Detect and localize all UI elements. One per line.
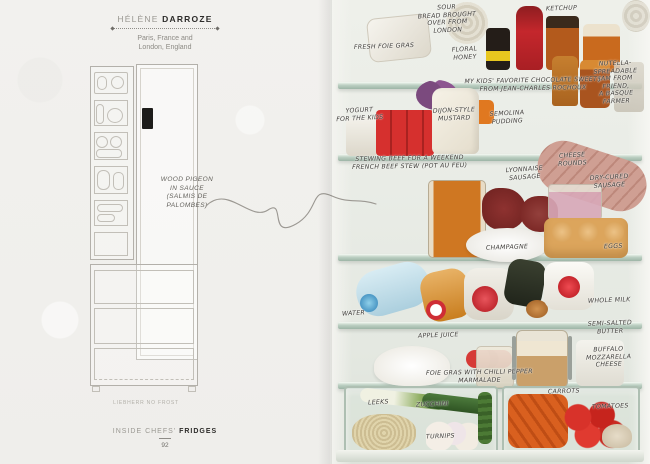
- jar-clamp-left: [512, 336, 516, 380]
- egg-carton-bump-1: [552, 222, 572, 242]
- water-bottle-cap: [360, 294, 378, 312]
- amber-bottle: [552, 56, 578, 106]
- fridge-item-label: SOUR BREAD BROUGHT OVER FROM LONDON: [417, 3, 477, 35]
- copper-scoop: [526, 300, 548, 318]
- drawer-rail: [336, 450, 644, 462]
- fridge-item-label: CARROTS: [547, 387, 580, 396]
- fridge-item-label: TOMATOES: [591, 402, 629, 411]
- fridge-item-label: FOIE GRAS WITH CHILLI PEPPER MARMALADE: [425, 368, 533, 384]
- foie-gras-clamp-jar: [516, 330, 568, 388]
- green-beans: [478, 392, 492, 444]
- fridge-item-label: APPLE JUICE: [417, 331, 459, 340]
- sauce-bottle-red-cap: [472, 286, 498, 312]
- mozzarella-tub: [576, 340, 624, 386]
- round-bread-loaf: [446, 2, 488, 44]
- footer-rule: [159, 438, 171, 439]
- fridge-model-caption: LIEBHERR NO FROST: [113, 400, 179, 406]
- carrots: [508, 394, 568, 448]
- turnips: [426, 420, 478, 450]
- yogurt-pots: [346, 118, 378, 156]
- chef-header: HÉLÈNE DARROZE Paris, France and London,…: [95, 14, 235, 52]
- fridge-item-label: SEMOLINA PUDDING: [489, 109, 525, 126]
- fridge-item-label: DRY-CURED SAUSAGE: [589, 172, 629, 190]
- fridge-item-label: LYONNAISE SAUSAGE: [505, 164, 544, 182]
- header-divider: [110, 26, 220, 31]
- covered-white-bowl: [374, 346, 450, 386]
- annotation-connector-line: [205, 193, 377, 229]
- stewing-beef-chunk-1: [482, 188, 526, 230]
- fridge-item-label: STEWING BEEF FOR A WEEKEND FRENCH BEEF S…: [352, 154, 468, 171]
- glass-jar-right: [614, 62, 644, 112]
- fridge-drawing-interior: [90, 66, 134, 260]
- fridge-wall-right: [628, 0, 650, 464]
- fridge-item-label: FLORAL HONEY: [451, 45, 478, 62]
- ketchup-bottle: [516, 6, 543, 70]
- book-series-title: INSIDE CHEFS' FRIDGES: [95, 428, 235, 435]
- chef-last-name: DARROZE: [162, 14, 213, 24]
- yellow-label-jar: [486, 28, 510, 70]
- red-pudding-cups: [376, 110, 434, 156]
- page-number: 92: [161, 442, 169, 449]
- fridge-item-label: WATER: [341, 309, 366, 318]
- mustard-crock: [432, 88, 479, 154]
- fridge-item-label: EGGS: [603, 242, 623, 251]
- page-footer: INSIDE CHEFS' FRIDGES 92: [95, 428, 235, 449]
- fridge-door-handle-drawing: [142, 108, 153, 129]
- fridge-item-label: BUFFALO MOZZARELLA CHEESE: [585, 345, 632, 369]
- fridge-line-drawing: [88, 62, 204, 394]
- fridge-item-label: KETCHUP: [545, 4, 578, 13]
- glass-shelf-4: [338, 322, 642, 329]
- jar-clamp-right: [568, 336, 572, 380]
- leek-roots: [352, 414, 416, 452]
- jar-lid-spiral: [622, 0, 650, 32]
- fridge-item-label: WHOLE MILK: [587, 296, 631, 305]
- left-page: HÉLÈNE DARROZE Paris, France and London,…: [0, 0, 377, 464]
- fridge-photo: SOUR BREAD BROUGHT OVER FROM LONDON KETCH…: [330, 0, 650, 464]
- fridge-item-label: YOGURT FOR THE KIDS: [336, 106, 384, 123]
- fridge-item-label: TURNIPS: [425, 432, 455, 441]
- fridge-item-label: LEEKS: [367, 398, 389, 407]
- glass-shelf-2: [338, 154, 642, 161]
- fridge-item-label: DIJON-STYLE MUSTARD: [432, 106, 476, 123]
- fridge-item-label: SEMI-SALTED BUTTER: [587, 319, 633, 336]
- glass-shelf-1: [338, 82, 642, 89]
- chef-name: HÉLÈNE DARROZE: [95, 14, 235, 24]
- preserve-jar-right: [580, 60, 610, 108]
- fridge-drawing-freezer: [90, 264, 198, 386]
- milk-bottle-red-cap: [558, 276, 580, 298]
- egg-carton-bump-2: [578, 222, 598, 242]
- series-title-light: INSIDE CHEFS': [112, 428, 177, 435]
- apple-juice-cap: [426, 300, 446, 320]
- white-serving-dish: [466, 228, 548, 262]
- chef-location-line2: London, England: [138, 44, 192, 51]
- chef-first-name: HÉLÈNE: [117, 14, 159, 24]
- fridge-wall-left: [330, 0, 352, 464]
- fridge-item-label: CHAMPAGNE: [485, 243, 529, 252]
- page-gutter: [318, 0, 332, 464]
- cheese-rounds-tub: [548, 184, 602, 220]
- series-title-bold: FRIDGES: [179, 428, 218, 435]
- egg-carton-bump-3: [604, 222, 624, 242]
- fridge-item-label: CHEESE ROUNDS: [558, 151, 588, 168]
- mushroom: [602, 424, 632, 448]
- wood-pigeon-annotation: WOOD PIGEON IN SAUCE (SALMIS DE PALOMBES…: [160, 176, 214, 209]
- fridge-item-label: NUTELLA- SPREADABLE JAM FROM FRIEND, A B…: [593, 59, 638, 106]
- chef-location-line1: Paris, France and: [137, 35, 193, 42]
- fridge-item-label: ZUCCHINI: [415, 400, 449, 409]
- fridge-item-label: MY KIDS' FAVORITE CHOCOLATE SWEETS FROM …: [464, 75, 602, 93]
